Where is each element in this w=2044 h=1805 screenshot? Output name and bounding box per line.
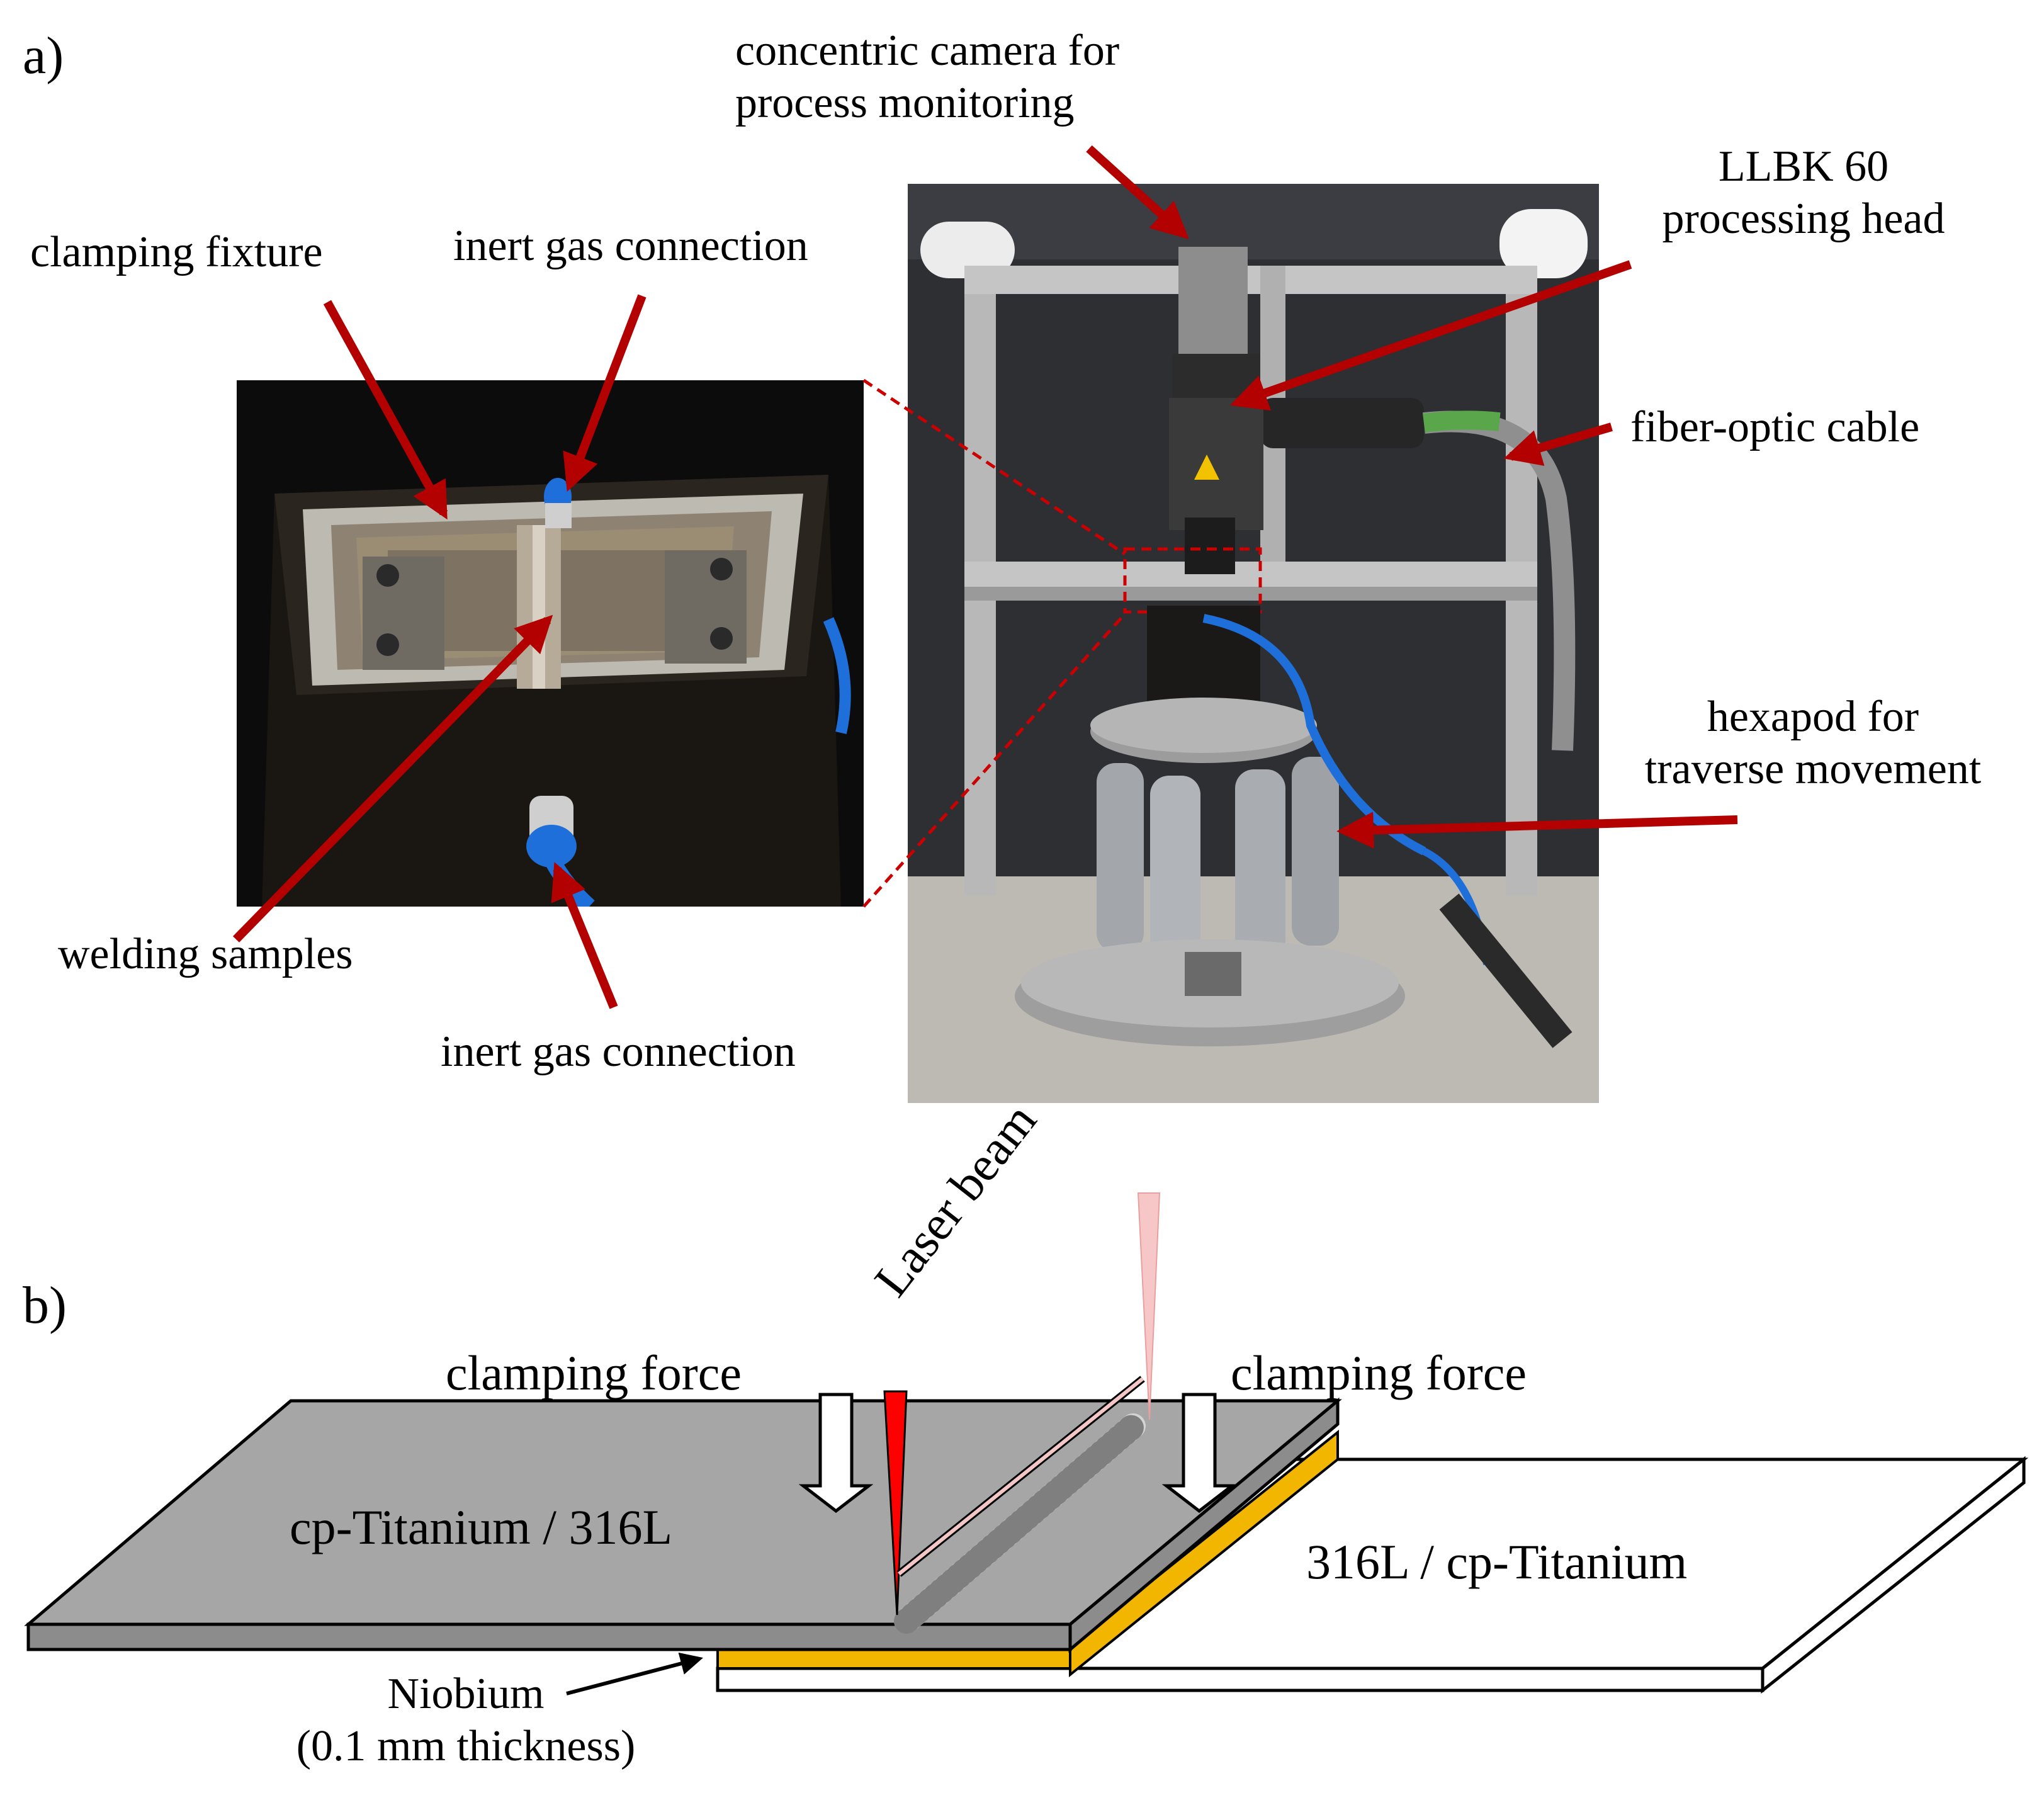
arrow-hexapod (1336, 812, 1738, 849)
arrow-inert-gas-top (563, 294, 647, 492)
label-processing-head-line1: LLBK 60 (1718, 142, 1889, 191)
niobium-interlayer-edge (716, 1648, 1071, 1670)
arrow-inert-gas-bottom (551, 862, 618, 1009)
label-processing-head-line2: processing head (1662, 194, 1945, 243)
zoom-line-bottom (862, 613, 1126, 908)
laser-path-line-inner (898, 1377, 1144, 1576)
panel-b-letter: b) (23, 1276, 67, 1335)
niobium-pointer-arrow (566, 1652, 703, 1695)
label-niobium-line2: (0.1 mm thickness) (296, 1721, 636, 1770)
clamping-force-arrow-left (798, 1393, 874, 1514)
laser-beam-future (1137, 1192, 1161, 1420)
label-fiber-optic: fiber-optic cable (1630, 403, 1920, 451)
laser-beam-red (883, 1390, 908, 1615)
label-camera-line1: concentric camera for (735, 26, 1120, 75)
label-inert-gas-top: inert gas connection (453, 222, 808, 270)
label-clamping-force-left: clamping force (446, 1345, 742, 1400)
label-top-sheet: cp-Titanium / 316L (290, 1500, 673, 1554)
arrow-fiber-optic (1503, 422, 1613, 466)
right-sheet-edge (716, 1666, 1765, 1692)
laser-cell-photo (908, 184, 1599, 1103)
label-clamping-fixture: clamping fixture (30, 228, 323, 276)
laser-cell-photo-graphic (908, 184, 1599, 1103)
panel-a-letter: a) (23, 26, 64, 85)
arrow-welding-samples (232, 614, 553, 942)
label-niobium-line1: Niobium (387, 1670, 545, 1718)
label-welding-samples: welding samples (58, 930, 353, 978)
label-inert-gas-bottom: inert gas connection (441, 1027, 796, 1076)
label-niobium: Niobium (0.1 mm thickness) (239, 1668, 692, 1772)
arrow-clamping-fixture (323, 300, 448, 520)
zoom-line-top (862, 378, 1126, 556)
arrow-camera (1086, 145, 1189, 239)
label-hexapod-line2: traverse movement (1644, 744, 1982, 793)
label-hexapod-line1: hexapod for (1707, 693, 1919, 741)
arrow-processing-head (1229, 260, 1632, 411)
weld-seam (894, 1413, 1146, 1634)
label-processing-head: LLBK 60 processing head (1596, 141, 2011, 245)
label-bottom-sheet: 316L / cp-Titanium (1306, 1534, 1688, 1589)
right-sheet-side (1761, 1456, 2026, 1694)
top-sheet-side (1068, 1397, 1340, 1653)
label-clamping-force-right: clamping force (1231, 1345, 1527, 1400)
label-camera: concentric camera for process monitoring (735, 25, 1119, 129)
clamping-force-arrow-right (1161, 1393, 1237, 1514)
label-hexapod: hexapod for traverse movement (1586, 691, 2040, 795)
label-camera-line2: process monitoring (735, 78, 1075, 127)
